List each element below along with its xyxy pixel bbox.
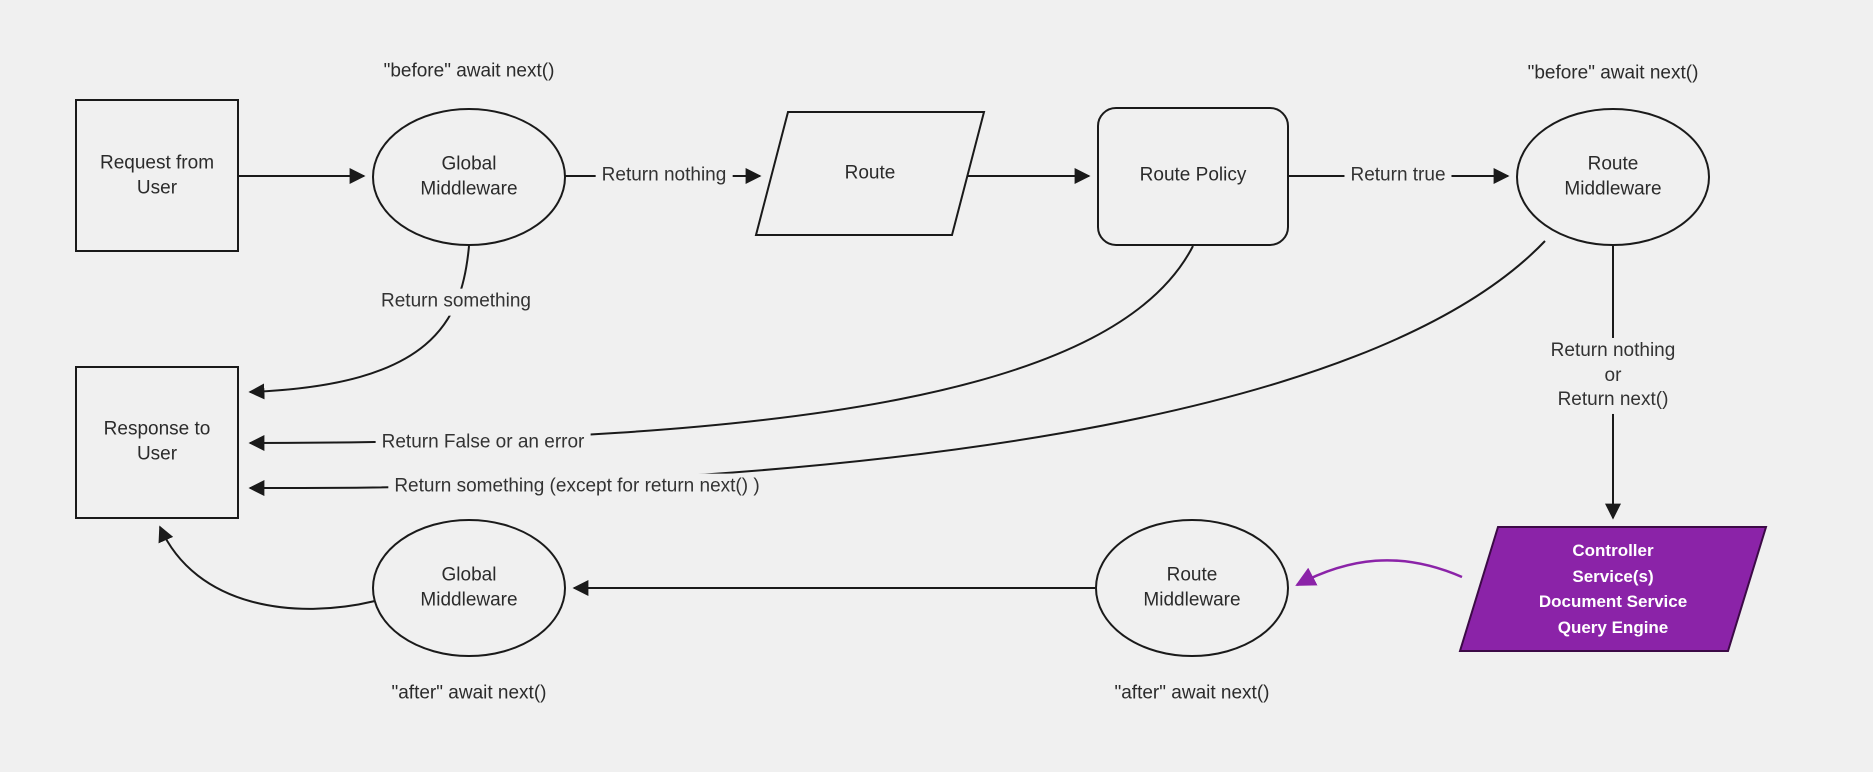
global-middleware-top-node-label: Global Middleware <box>420 153 518 199</box>
route-middleware-top-node-shape <box>1516 108 1710 246</box>
edge-label-return-true: Return true <box>1344 162 1452 190</box>
edge-route-policy-to-response <box>248 245 1194 451</box>
edge-controller-to-route-middleware-bottom <box>1295 559 1463 587</box>
before-await-next-right-annotation: "before" await next() <box>1527 62 1699 84</box>
route-node-label: Route <box>844 162 896 184</box>
request-node-shape <box>75 99 239 252</box>
request-node-label: Request from User <box>99 152 215 198</box>
edge-label-return-something-except: Return something (except for return next… <box>388 473 766 501</box>
route-middleware-bottom-node-shape <box>1095 519 1289 657</box>
route-policy-node-label: Route Policy <box>1139 164 1247 186</box>
controller-node-shape <box>1458 526 1768 652</box>
route-middleware-bottom-node-label: Route Middleware <box>1143 564 1241 610</box>
before-await-next-left-annotation: "before" await next() <box>383 60 555 82</box>
after-await-next-left-annotation: "after" await next() <box>391 682 547 704</box>
response-node-label: Response to User <box>103 418 211 464</box>
global-middleware-bottom-node-label: Global Middleware <box>420 564 518 610</box>
global-middleware-bottom-node-shape <box>372 519 566 657</box>
controller-node-label: Controller Service(s) Document Service Q… <box>1538 541 1688 637</box>
edge-label-return-nothing: Return nothing <box>595 162 733 190</box>
global-middleware-top-node-shape <box>372 108 566 246</box>
route-policy-node-shape <box>1097 107 1289 246</box>
edge-global-middleware-to-response <box>248 245 470 400</box>
edge-label-return-something: Return something <box>375 288 537 316</box>
after-await-next-right-annotation: "after" await next() <box>1114 682 1270 704</box>
edge-label-return-nothing-or-next: Return nothing or Return next() <box>1544 337 1682 415</box>
edge-global-middleware-bottom-to-response <box>158 525 376 610</box>
edge-label-return-false-or-error: Return False or an error <box>375 429 591 457</box>
response-node-shape <box>75 366 239 519</box>
route-middleware-top-node-label: Route Middleware <box>1564 153 1662 199</box>
route-node-shape <box>754 111 986 236</box>
